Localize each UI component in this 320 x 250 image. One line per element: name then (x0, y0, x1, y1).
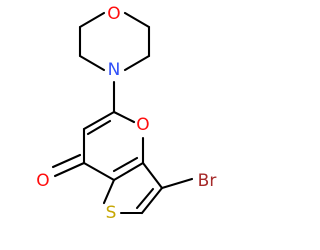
bond-c3a-c3 (141, 161, 164, 190)
bond-o-pyran-c6 (112, 110, 136, 124)
sulfur-label: S (106, 203, 117, 223)
bond-c6-c5 (82, 110, 116, 131)
bond-c7a-c3a-double (112, 156, 139, 173)
bond-c3-c2 (140, 186, 164, 215)
bond-morpholine-o-c1 (78, 11, 106, 29)
bond-c4-c7a (82, 161, 116, 182)
bond-c4-o-carbonyl-double (51, 153, 82, 169)
bond-morpholine-n-c3 (123, 54, 151, 72)
bond-c7a-c3a (112, 161, 145, 182)
bond-morpholine-c2-n (78, 54, 106, 72)
morpholine-oxygen-label: O (107, 4, 120, 24)
bromine-label: Br (198, 171, 217, 191)
bond-c3-br (160, 177, 194, 190)
morpholine-nitrogen-label: N (108, 60, 121, 80)
carbonyl-oxygen-label: O (36, 171, 49, 191)
bond-s-c7a (102, 178, 116, 205)
bond-c4-o-carbonyl (53, 161, 86, 178)
bond-lines (51, 11, 194, 215)
bond-morpholine-c4-o (123, 11, 151, 29)
bond-c3-c2-double (135, 187, 155, 210)
atom-labels: O N O O Br S (36, 4, 216, 223)
chemical-structure: O N O O Br S (36, 4, 216, 223)
bond-c6-c5-double (86, 119, 112, 136)
pyran-oxygen-label: O (136, 115, 149, 135)
